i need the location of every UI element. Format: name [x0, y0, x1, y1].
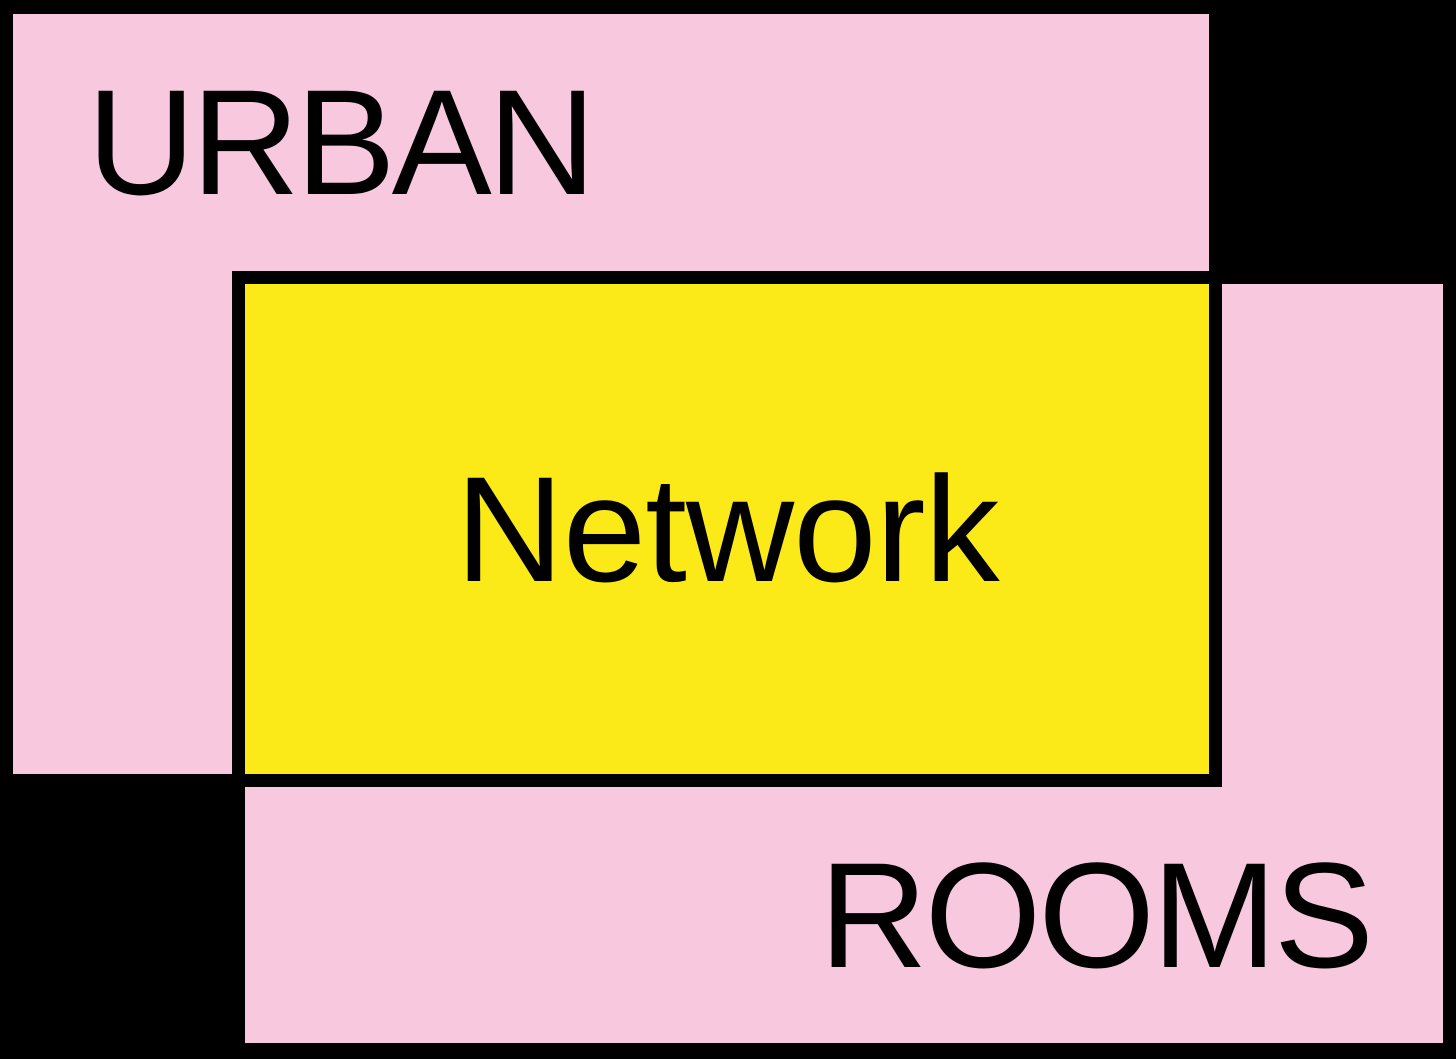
rooms-text-band: ROOMS — [819, 831, 1374, 999]
network-yellow-box: Network — [232, 271, 1222, 787]
urban-text-band: URBAN — [87, 58, 596, 226]
urban-label: URBAN — [87, 57, 596, 226]
rooms-label: ROOMS — [819, 830, 1374, 999]
network-label: Network — [455, 444, 999, 613]
